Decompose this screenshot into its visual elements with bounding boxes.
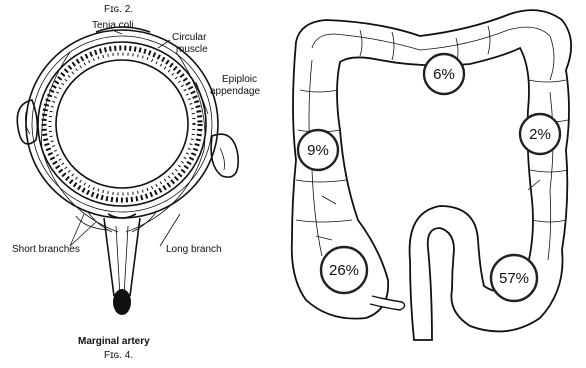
marginal-artery-vessel [113,289,131,315]
percentage-sigmoid-text: 57% [499,270,529,287]
epiploic-label-line1: Epiploic [222,74,257,85]
percentage-ascending-text: 9% [307,142,329,159]
percentage-cecum-text: 26% [329,262,359,279]
percentage-descending: 2% [520,114,560,154]
epiploic-label-line2: appendage [210,86,260,97]
circular-muscle-label-line1: Circular [172,32,207,43]
tenia-coli-label: Tenia coli [92,20,134,31]
percentage-transverse-text: 6% [433,66,455,83]
percentage-sigmoid: 57% [491,255,537,301]
circular-muscle-label-line2: muscle [176,44,208,55]
percentage-descending-text: 2% [529,126,551,143]
percentage-transverse: 6% [424,54,464,94]
colon-cross-section [26,27,218,218]
mesentery-stalk [104,218,140,315]
long-branch-label: Long branch [166,244,222,255]
marginal-artery-label: Marginal artery [78,336,150,347]
short-branches-label: Short branches [12,244,80,255]
fig-2-label: Fɪɢ. 2. [104,4,133,15]
fig-4-label: Fɪɢ. 4. [104,350,133,361]
epiploic-appendage-right [211,134,238,177]
percentage-ascending: 9% [298,130,338,170]
percentage-cecum: 26% [321,247,367,293]
